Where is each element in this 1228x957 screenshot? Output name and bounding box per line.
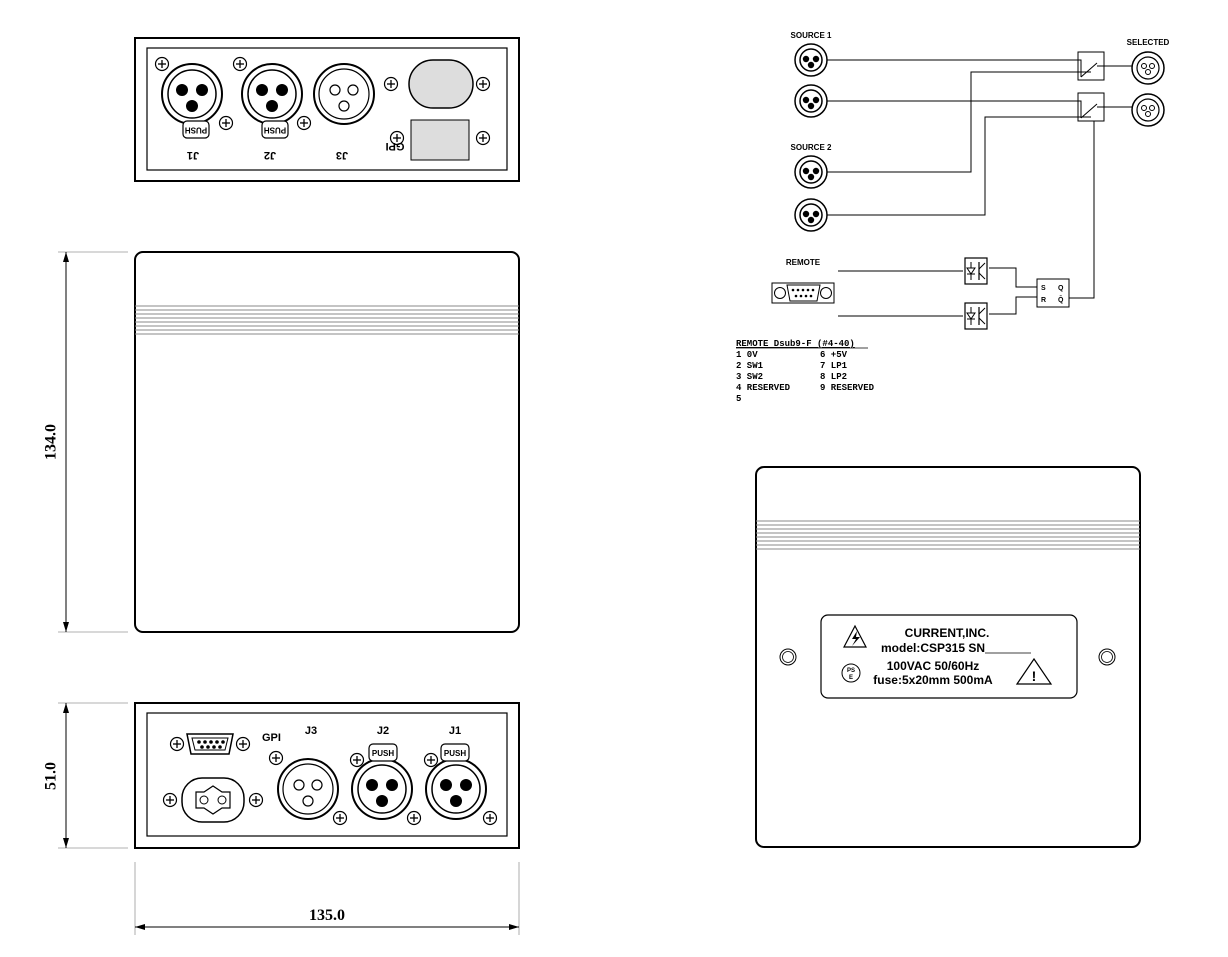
source2-xlr-b bbox=[794, 198, 828, 232]
rear-panel-view: PUSH PUSH GPI J3 J2 J1 bbox=[134, 702, 520, 849]
remote-dsub-connector bbox=[771, 282, 835, 304]
pinout-row-left: 4 RESERVED bbox=[736, 383, 791, 393]
pinout-row-left: 1 0V bbox=[736, 350, 758, 360]
warning-mark: ! bbox=[1032, 668, 1037, 684]
label-fuse: fuse:5x20mm 500mA bbox=[873, 673, 993, 687]
pinout-row-right: 8 LP2 bbox=[820, 372, 847, 382]
top-push-label-1: PUSH bbox=[185, 125, 207, 134]
height-dimension: 134.0 bbox=[43, 251, 128, 633]
sr-flipflop: S R Q Q̄ bbox=[1036, 278, 1070, 308]
source1-xlr-b bbox=[794, 84, 828, 118]
selected-xlr-a bbox=[1131, 51, 1165, 85]
rating-label-plate: CURRENT,INC. model:CSP315 SN PS E 100VAC… bbox=[820, 614, 1078, 699]
ff-q-label: Q bbox=[1058, 285, 1064, 292]
j1-label: J1 bbox=[449, 725, 461, 737]
gpi-label: GPI bbox=[262, 732, 281, 744]
remote-label: REMOTE bbox=[786, 258, 821, 267]
gpi-dsub-connector bbox=[169, 733, 251, 755]
pinout-title: REMOTE Dsub9-F (#4-40) bbox=[736, 339, 855, 349]
source2-label: SOURCE 2 bbox=[791, 143, 832, 152]
top-gpi-label: GPI bbox=[386, 140, 405, 152]
pinout-row-left: 3 SW2 bbox=[736, 372, 763, 382]
pinout-table: REMOTE Dsub9-F (#4-40) 1 0V 6 +5V 2 SW1 … bbox=[736, 339, 875, 404]
top-j1-xlr-female bbox=[161, 63, 223, 125]
top-j1-label: J1 bbox=[187, 149, 199, 161]
pinout-row-right: 6 +5V bbox=[820, 350, 848, 360]
top-j3-xlr-male bbox=[313, 63, 375, 125]
width-dimension-value: 135.0 bbox=[309, 907, 345, 924]
top-power-inlet bbox=[408, 59, 474, 109]
depth-dimension: 51.0 bbox=[43, 702, 128, 849]
top-gpi-dsub bbox=[410, 119, 470, 161]
j2-xlr-female bbox=[351, 758, 413, 820]
label-model: model:CSP315 SN bbox=[881, 641, 985, 655]
pse-mark-top: PS bbox=[847, 668, 855, 674]
side-view-left bbox=[134, 251, 520, 633]
j2-label: J2 bbox=[377, 725, 389, 737]
source2-xlr-a bbox=[794, 155, 828, 189]
selected-xlr-b bbox=[1131, 93, 1165, 127]
warning-icon: ! bbox=[1015, 657, 1053, 685]
top-j2-label: J2 bbox=[264, 149, 276, 161]
push-label-j2: PUSH bbox=[372, 749, 394, 758]
j3-label: J3 bbox=[305, 725, 317, 737]
push-label-j1: PUSH bbox=[444, 749, 466, 758]
pinout-row-right: 9 RESERVED bbox=[820, 383, 875, 393]
top-rear-panel-view: PUSH PUSH J1 J2 J3 GPI bbox=[134, 37, 520, 182]
source1-xlr-a bbox=[794, 43, 828, 77]
side-view-right: CURRENT,INC. model:CSP315 SN PS E 100VAC… bbox=[755, 466, 1141, 848]
ff-qbar-label: Q̄ bbox=[1058, 295, 1064, 304]
optocoupler-reset bbox=[964, 302, 988, 330]
ff-s-label: S bbox=[1041, 285, 1046, 292]
label-company: CURRENT,INC. bbox=[905, 626, 990, 640]
pinout-row-right: 7 LP1 bbox=[820, 361, 848, 371]
pinout-row-left: 2 SW1 bbox=[736, 361, 764, 371]
top-j3-label: J3 bbox=[336, 149, 348, 161]
height-dimension-value: 134.0 bbox=[43, 424, 60, 460]
source1-label: SOURCE 1 bbox=[791, 31, 832, 40]
j1-xlr-female bbox=[425, 758, 487, 820]
width-dimension: 135.0 bbox=[134, 862, 520, 935]
optocoupler-set bbox=[964, 257, 988, 285]
pse-mark-icon: PS E bbox=[841, 663, 861, 683]
selected-label: SELECTED bbox=[1127, 38, 1170, 47]
top-push-label-2: PUSH bbox=[264, 125, 286, 134]
label-power: 100VAC 50/60Hz bbox=[887, 659, 980, 673]
power-inlet bbox=[162, 777, 264, 823]
j3-xlr-male bbox=[277, 758, 339, 820]
top-j2-xlr-female bbox=[241, 63, 303, 125]
ff-r-label: R bbox=[1041, 297, 1046, 304]
depth-dimension-value: 51.0 bbox=[43, 762, 60, 790]
pse-mark-bottom: E bbox=[849, 675, 853, 681]
high-voltage-icon bbox=[843, 624, 867, 648]
signal-schematic: SOURCE 1 SOURCE 2 SELECTED REMOTE bbox=[771, 31, 1170, 330]
pinout-row-left: 5 bbox=[736, 394, 741, 404]
